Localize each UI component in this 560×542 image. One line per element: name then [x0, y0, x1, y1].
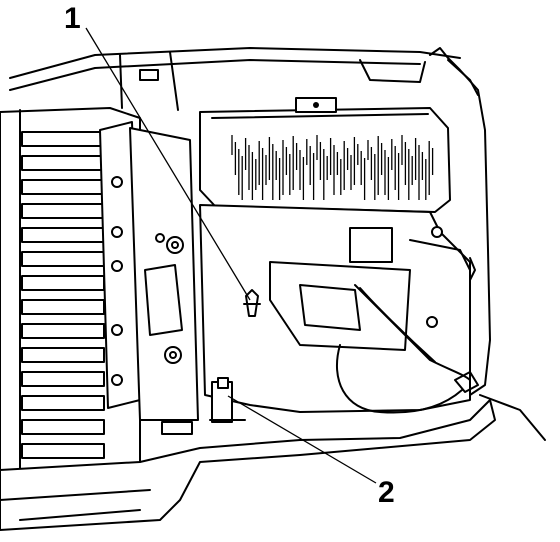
callout-2-label: 2: [378, 476, 395, 509]
clip-fastener: [243, 289, 261, 317]
grille-slat: [21, 395, 105, 411]
grille-slat: [21, 155, 105, 171]
grille-slat: [21, 179, 105, 195]
grille-slat: [21, 323, 105, 339]
grille-slat: [21, 299, 105, 315]
grille-slat: [21, 419, 105, 435]
grille-slat: [21, 251, 105, 267]
grille-slat: [21, 203, 105, 219]
support-panel: [129, 127, 199, 435]
grille-slat: [21, 275, 105, 291]
grille-slat: [21, 371, 105, 387]
grille-slat: [21, 347, 105, 363]
callout-1-label: 1: [64, 2, 81, 35]
bolt-icon: [111, 324, 123, 336]
grille-slat: [21, 131, 105, 147]
grille-slat: [21, 227, 105, 243]
bolt-icon: [111, 260, 123, 272]
wiring-harness: [335, 284, 479, 414]
bolt-icon: [111, 374, 123, 386]
grille-slat: [21, 443, 105, 459]
headlamp-bracket: [199, 204, 471, 413]
bumper-fascia: [0, 399, 496, 531]
headlamp-housing: [199, 97, 451, 213]
bolt-icon: [111, 176, 123, 188]
radiator-support-upper: [9, 47, 461, 111]
callout-2-leader: [227, 395, 377, 484]
callout-1-leader: [85, 27, 251, 301]
fender-edge: [429, 47, 546, 441]
bolt-icon: [111, 226, 123, 238]
retaining-bracket: [209, 377, 246, 423]
